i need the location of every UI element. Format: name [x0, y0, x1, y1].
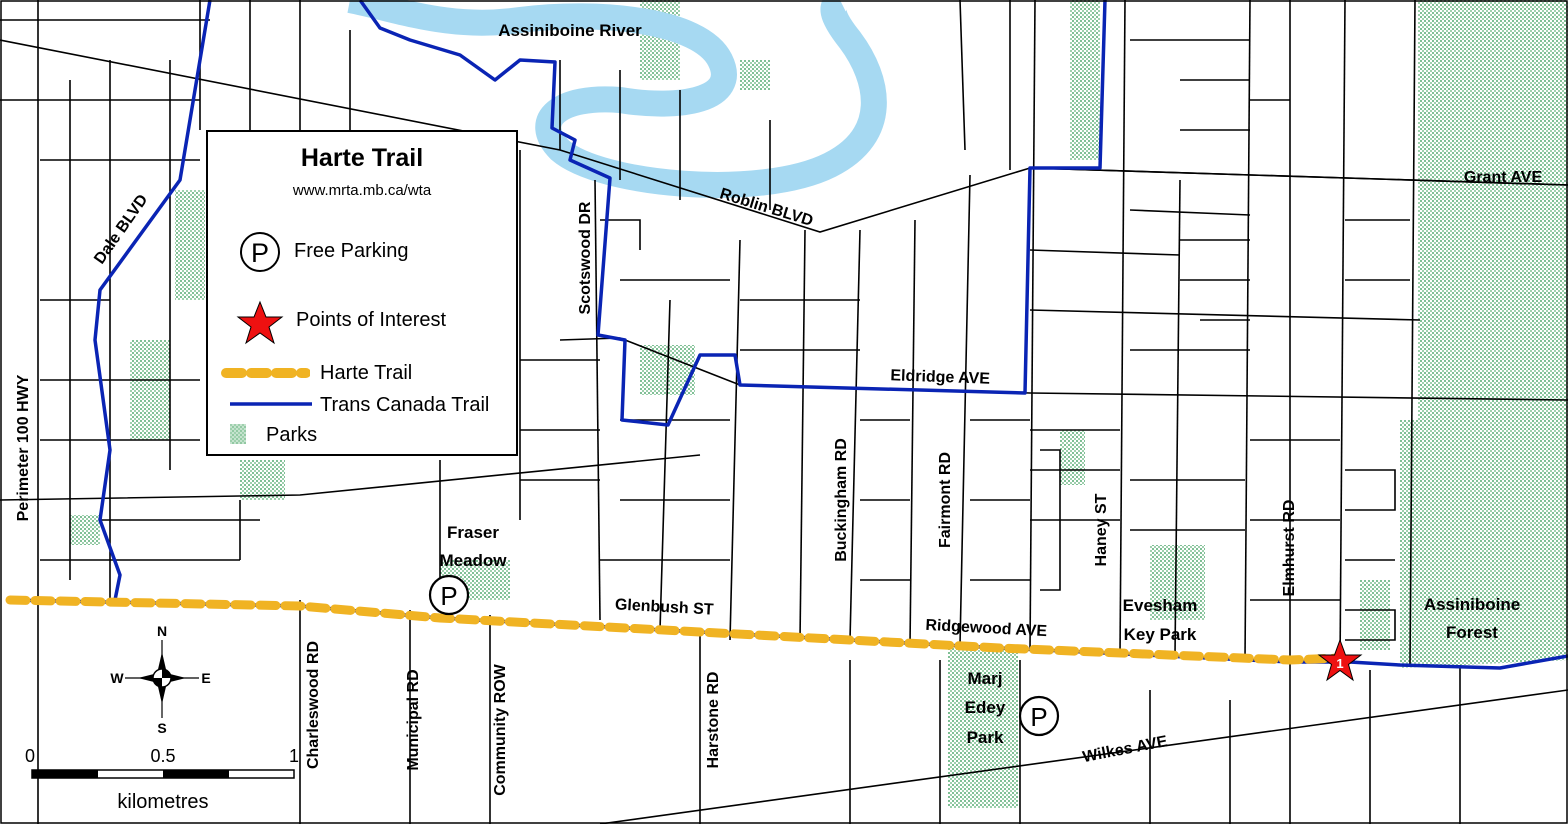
- street-label-grant: Grant AVE: [1464, 169, 1543, 186]
- poi-number: 1: [1336, 656, 1343, 671]
- street-label-municipal: Municipal RD: [405, 669, 422, 770]
- park-east: [1360, 580, 1390, 650]
- scale-tick-0: 0: [25, 746, 35, 766]
- compass-east: E: [201, 670, 210, 686]
- scale-tick-half: 0.5: [150, 746, 175, 766]
- place-fraser-line1: Fraser: [447, 523, 499, 542]
- street-eldridge: [559, 337, 1568, 401]
- legend-title: Harte Trail: [300, 144, 424, 172]
- compass-rose: N S E W: [110, 623, 210, 736]
- park-west-1: [130, 340, 170, 440]
- place-marj-line3: Park: [967, 728, 1004, 747]
- assiniboine-river: [347, 0, 887, 198]
- scale-bar: 0 0.5 1 kilometres: [25, 746, 299, 813]
- street-label-wilkes: Wilkes AVE: [1081, 733, 1169, 766]
- river-label: Assiniboine River: [498, 21, 642, 40]
- scale-tick-1: 1: [289, 746, 299, 766]
- legend-label-parking: Free Parking: [294, 240, 409, 262]
- parking-letter: P: [440, 581, 457, 611]
- compass-south: S: [157, 720, 166, 736]
- map-legend: Harte Trail www.mrta.mb.ca/wta P Free Pa…: [206, 130, 518, 456]
- legend-url: www.mrta.mb.ca/wta: [292, 182, 432, 199]
- street-label-ridgewood: Ridgewood AVE: [925, 617, 1048, 640]
- park-assiniboine-forest: [1400, 0, 1568, 668]
- park-west-4: [70, 515, 100, 545]
- place-forest-line1: Assiniboine: [1424, 595, 1520, 614]
- park-evesham: [1150, 545, 1205, 620]
- star-icon: [1317, 638, 1363, 682]
- street-glenbush: [0, 454, 701, 501]
- place-evesham-line1: Evesham: [1123, 596, 1198, 615]
- park-west-3: [240, 460, 285, 500]
- place-labels: Fraser Meadow Evesham Key Park Marj Edey…: [439, 523, 1520, 747]
- harte-trail-swatch-icon: [221, 368, 310, 378]
- legend-label-parks: Parks: [266, 424, 318, 446]
- street-label-glenbush: Glenbush ST: [615, 596, 715, 618]
- street-label-charleswood: Charleswood RD: [305, 641, 322, 769]
- street-label-scotswood: Scotswood DR: [577, 201, 594, 314]
- parking-fraser-meadow: P: [428, 574, 470, 616]
- place-fraser-line2: Meadow: [439, 551, 507, 570]
- poi-star-1: 1: [1317, 638, 1363, 682]
- legend-label-poi: Points of Interest: [296, 309, 447, 331]
- street-label-buckingham: Buckingham RD: [833, 438, 850, 562]
- park-north-strip: [1070, 0, 1100, 160]
- legend-label-trans-canada: Trans Canada Trail: [320, 394, 490, 416]
- park-haney: [1060, 430, 1085, 485]
- parking-icon: P: [240, 232, 280, 272]
- place-marj-line2: Edey: [965, 698, 1006, 717]
- trans-canada-swatch-icon: [230, 402, 312, 406]
- svg-text:P: P: [251, 238, 269, 268]
- street-label-eldridge: Eldridge AVE: [890, 367, 990, 387]
- legend-label-harte: Harte Trail: [320, 362, 413, 384]
- compass-west: W: [110, 670, 124, 686]
- place-forest-line2: Forest: [1446, 623, 1498, 642]
- street-label-haney: Haney ST: [1093, 493, 1110, 566]
- street-wilkes: [599, 689, 1568, 824]
- park-west-2: [175, 190, 205, 300]
- star-icon: [236, 300, 284, 345]
- street-label-elmhurst: Elmhurst RD: [1281, 500, 1298, 597]
- scale-unit: kilometres: [117, 791, 208, 813]
- park-marj: [948, 648, 1018, 808]
- street-label-harstone: Harstone RD: [705, 672, 722, 769]
- place-marj-line1: Marj: [968, 669, 1003, 688]
- harte-trail: [5, 595, 1345, 665]
- street-grant: [1029, 167, 1568, 186]
- parking-letter: P: [1030, 702, 1047, 732]
- parking-marj-edey: P: [1018, 695, 1060, 737]
- parks-swatch-icon: [230, 424, 246, 444]
- street-label-perimeter: Perimeter 100 HWY: [15, 374, 32, 521]
- compass-north: N: [157, 623, 167, 639]
- street-label-community: Community ROW: [492, 663, 509, 795]
- place-evesham-line2: Key Park: [1124, 625, 1197, 644]
- street-label-fairmont: Fairmont RD: [937, 452, 954, 548]
- park-river-2: [740, 60, 770, 90]
